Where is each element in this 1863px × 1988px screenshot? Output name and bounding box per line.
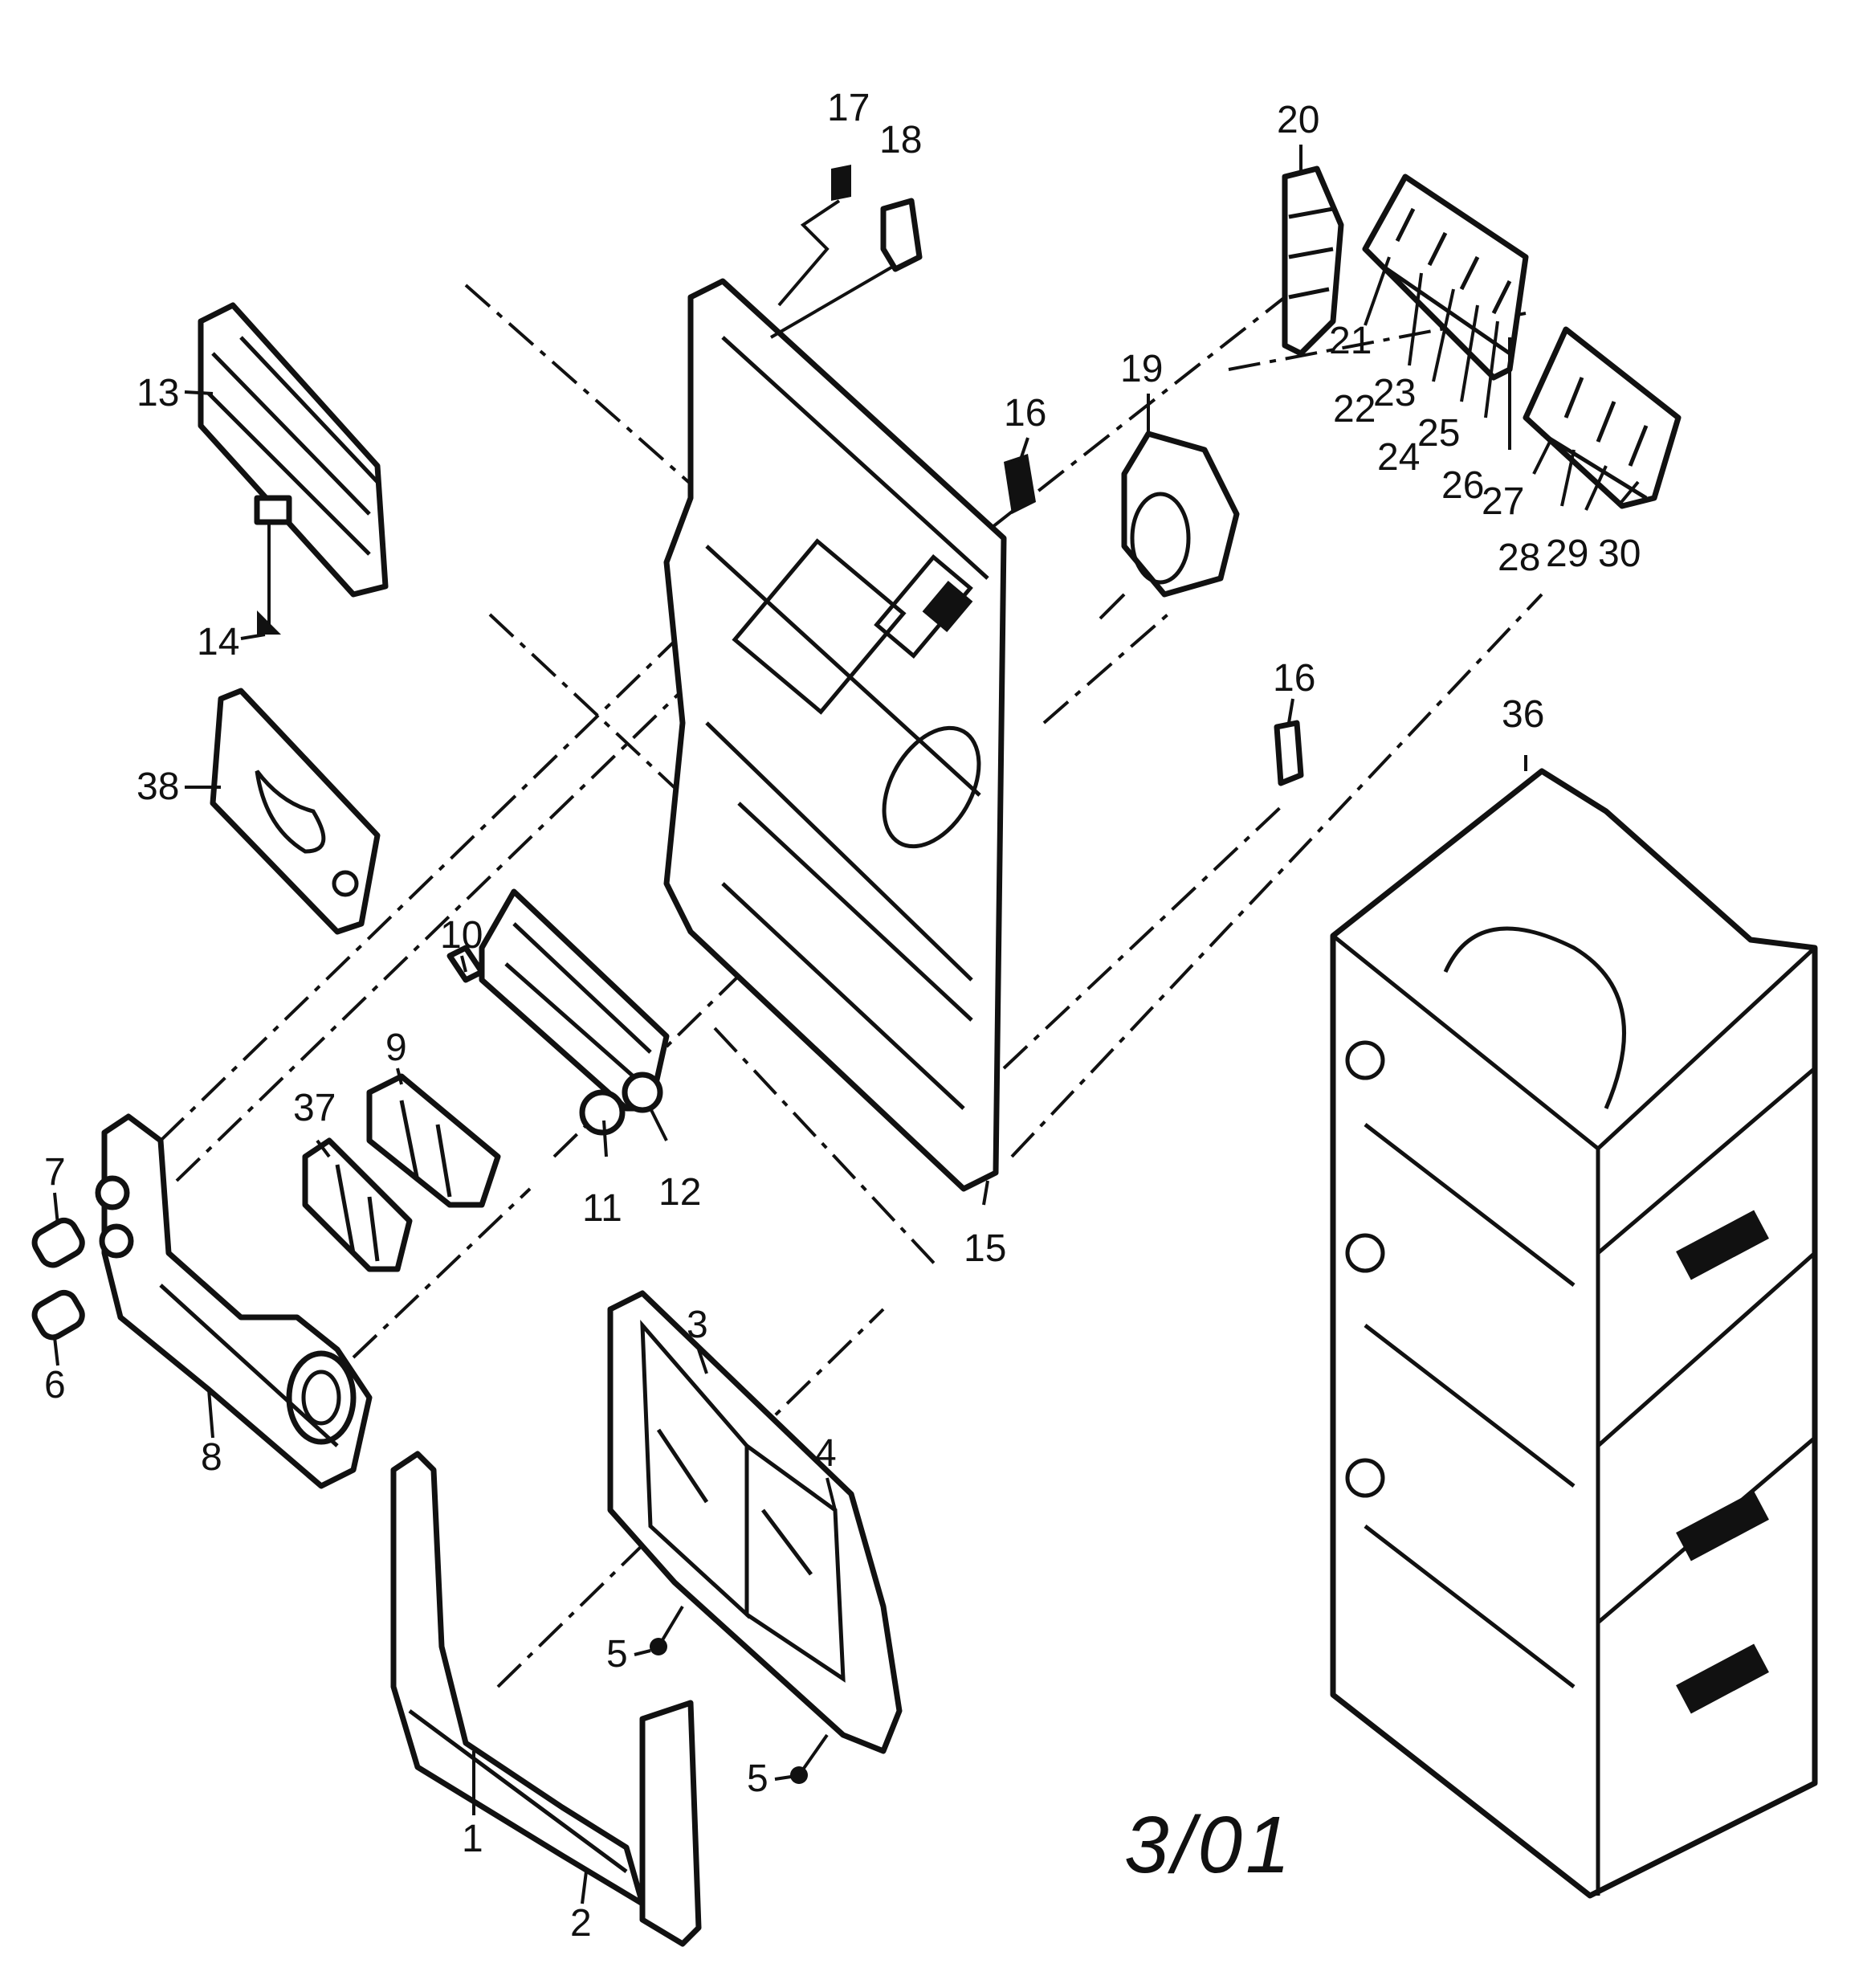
callout-12: 12 bbox=[658, 1171, 701, 1214]
part-3-4-tape-doors bbox=[607, 1290, 903, 1754]
part-8-lower-frame bbox=[95, 1113, 373, 1489]
part-19-knob bbox=[1099, 431, 1240, 620]
callout-5b: 5 bbox=[747, 1757, 768, 1800]
callout-9: 9 bbox=[385, 1027, 407, 1069]
callout-6: 6 bbox=[44, 1364, 66, 1406]
callout-15: 15 bbox=[964, 1227, 1006, 1270]
parts-5-screws bbox=[650, 1605, 829, 1784]
callout-23: 23 bbox=[1373, 372, 1416, 414]
button-strip-27-30 bbox=[1523, 326, 1682, 509]
part-20-switch bbox=[1282, 165, 1344, 357]
callout-27: 27 bbox=[1482, 480, 1524, 523]
callout-13: 13 bbox=[137, 372, 179, 414]
callout-24: 24 bbox=[1377, 436, 1420, 479]
callout-19: 19 bbox=[1120, 348, 1163, 390]
part-2-bottom-cap bbox=[639, 1700, 702, 1947]
callout-38: 38 bbox=[137, 765, 179, 808]
callout-7: 7 bbox=[44, 1151, 66, 1194]
callout-22: 22 bbox=[1333, 388, 1376, 431]
callout-1: 1 bbox=[462, 1818, 483, 1860]
part-15-front-chassis bbox=[663, 278, 1007, 1192]
part-1-bottom-panel bbox=[390, 1451, 646, 1907]
part-38-window-panel bbox=[210, 688, 381, 935]
date-stamp: 3/01 bbox=[1124, 1800, 1294, 1890]
callout-leaders bbox=[53, 145, 1640, 1904]
callout-2: 2 bbox=[570, 1902, 592, 1945]
part-37-button-block bbox=[302, 1137, 413, 1272]
callout-29: 29 bbox=[1546, 533, 1588, 575]
button-strip-21-26 bbox=[1362, 173, 1529, 381]
callout-3: 3 bbox=[687, 1304, 708, 1346]
callout-5a: 5 bbox=[606, 1633, 628, 1676]
callout-11: 11 bbox=[582, 1187, 622, 1230]
callout-16a: 16 bbox=[1004, 392, 1046, 435]
callout-18: 18 bbox=[879, 119, 922, 161]
callout-14: 14 bbox=[197, 621, 239, 663]
callout-26: 26 bbox=[1441, 464, 1484, 507]
callout-labels: 1 2 3 4 5 5 6 7 8 9 10 11 12 13 14 15 16… bbox=[44, 87, 1641, 1945]
callout-20: 20 bbox=[1277, 99, 1319, 141]
part-36-assembled-unit bbox=[1330, 768, 1818, 1899]
callout-17: 17 bbox=[827, 87, 870, 129]
parts-6-7-knobs bbox=[31, 1217, 85, 1341]
parts-17-18-top-clips bbox=[769, 165, 923, 339]
part-13-display-panel bbox=[198, 302, 389, 635]
callout-28: 28 bbox=[1498, 537, 1540, 579]
callout-37: 37 bbox=[293, 1087, 336, 1129]
callout-36: 36 bbox=[1502, 693, 1544, 736]
callout-16b: 16 bbox=[1273, 657, 1315, 700]
callout-8: 8 bbox=[201, 1436, 222, 1479]
callout-25: 25 bbox=[1417, 412, 1460, 455]
part-9-button-block bbox=[366, 1073, 501, 1208]
callout-30: 30 bbox=[1598, 533, 1641, 575]
callout-10: 10 bbox=[440, 914, 483, 957]
callout-4: 4 bbox=[815, 1432, 837, 1475]
part-16-clips bbox=[1004, 454, 1304, 786]
callout-21: 21 bbox=[1329, 320, 1372, 362]
